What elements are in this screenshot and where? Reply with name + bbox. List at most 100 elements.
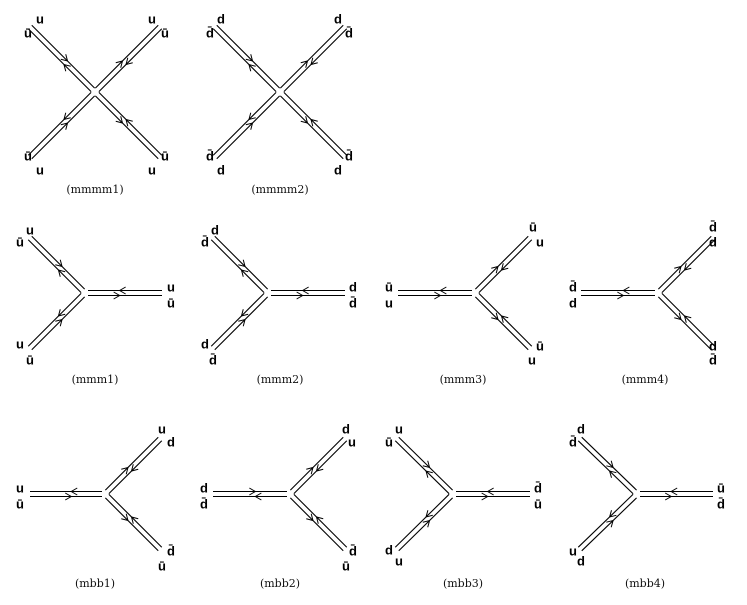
quark-label: u xyxy=(36,162,44,177)
quark-label: d xyxy=(334,11,342,26)
propagator-line xyxy=(661,292,716,347)
quark-label: ū xyxy=(161,148,169,163)
diagram-caption: (mmm4) xyxy=(622,373,669,386)
quark-label: ū xyxy=(16,234,24,249)
propagator-line xyxy=(398,436,453,491)
propagator-line xyxy=(94,24,159,89)
quark-label: ū xyxy=(534,496,542,511)
propagator-line xyxy=(293,440,348,495)
quark-label: d̄ xyxy=(200,496,208,511)
quark-label: d xyxy=(349,279,357,294)
propagator-line xyxy=(214,296,269,351)
quark-label: ū xyxy=(536,338,544,353)
propagator-line xyxy=(279,95,344,160)
quark-label: d xyxy=(385,542,393,557)
quark-label: d xyxy=(709,338,717,353)
quark-label: d xyxy=(167,434,175,449)
quark-label: u xyxy=(385,295,393,310)
quark-label: u xyxy=(16,480,24,495)
diagram-caption: (mbb3) xyxy=(443,577,483,590)
quark-label: ū xyxy=(385,434,393,449)
propagator-line xyxy=(27,239,82,294)
quark-label: d̄ xyxy=(717,496,725,511)
propagator-line xyxy=(212,91,277,156)
propagator-line xyxy=(279,24,344,89)
propagator-line xyxy=(289,497,344,552)
quark-label: d xyxy=(217,11,225,26)
diagram-caption: (mmm2) xyxy=(257,373,304,386)
quark-label: ū xyxy=(529,219,537,234)
diagram-mbb3: ūud̄ūdu(mbb3) xyxy=(385,421,542,590)
diagram-caption: (mmm3) xyxy=(440,373,487,386)
propagator-line xyxy=(657,235,712,290)
propagator-line xyxy=(212,28,277,93)
quark-label: ū xyxy=(16,496,24,511)
propagator-line xyxy=(478,292,533,347)
quark-label: d̄ xyxy=(201,234,209,249)
diagram-mbb4: d̄dūd̄ud(mbb4) xyxy=(569,421,725,590)
quark-label: d̄ xyxy=(349,295,357,310)
propagator-line xyxy=(474,235,529,290)
quark-label: d̄ xyxy=(569,434,577,449)
quark-label: d̄ xyxy=(206,25,214,40)
diagram-caption: (mmmm1) xyxy=(66,183,123,196)
quark-label: u xyxy=(395,421,403,436)
propagator-line xyxy=(577,493,634,548)
propagator-line xyxy=(474,296,529,351)
propagator-line xyxy=(293,493,348,548)
propagator-line xyxy=(283,91,348,156)
propagator-line xyxy=(210,292,265,347)
quark-label: d̄ xyxy=(349,543,357,558)
propagator-line xyxy=(577,440,634,495)
quark-label: d̄ xyxy=(534,480,542,495)
propagator-line xyxy=(394,493,450,548)
quark-label: ū xyxy=(385,279,393,294)
quark-label: u xyxy=(16,336,24,351)
quark-label: d xyxy=(577,421,585,436)
propagator-line xyxy=(216,24,281,89)
quark-label: d xyxy=(577,553,585,568)
propagator-line xyxy=(581,497,637,552)
quark-label: d̄ xyxy=(709,219,717,234)
propagator-line xyxy=(108,440,163,495)
propagator-line xyxy=(398,497,453,552)
quark-label: u xyxy=(348,434,356,449)
quark-label: u xyxy=(26,222,34,237)
quark-label: ū xyxy=(24,148,32,163)
quark-label: d xyxy=(709,234,717,249)
quark-label: d xyxy=(217,162,225,177)
diagram-caption: (mmm1) xyxy=(72,373,119,386)
quark-label: d xyxy=(211,222,219,237)
propagator-line xyxy=(98,91,163,156)
quark-label: u xyxy=(148,11,156,26)
quark-label: d̄ xyxy=(345,148,353,163)
quark-label: ū xyxy=(158,558,166,573)
quark-label: ū xyxy=(717,480,725,495)
diagram-caption: (mmmm2) xyxy=(251,183,308,196)
quark-label: ū xyxy=(167,295,175,310)
propagator-line xyxy=(216,95,281,160)
propagator-line xyxy=(394,440,450,495)
propagator-line xyxy=(98,28,163,93)
propagator-line xyxy=(94,95,159,160)
quark-label: u xyxy=(167,279,175,294)
quark-label: d xyxy=(569,295,577,310)
diagram-mmm4: d̄dd̄ddd̄(mmm4) xyxy=(569,219,717,386)
diagram-caption: (mbb4) xyxy=(625,577,665,590)
propagator-line xyxy=(581,436,637,491)
quark-label: d xyxy=(201,336,209,351)
quark-label: ū xyxy=(26,352,34,367)
diagram-caption: (mbb1) xyxy=(75,577,115,590)
propagator-line xyxy=(214,235,269,290)
propagator-line xyxy=(108,493,163,548)
diagram-caption: (mbb2) xyxy=(260,577,300,590)
quark-label: u xyxy=(148,162,156,177)
quark-label: d̄ xyxy=(345,25,353,40)
propagator-line xyxy=(661,239,716,294)
